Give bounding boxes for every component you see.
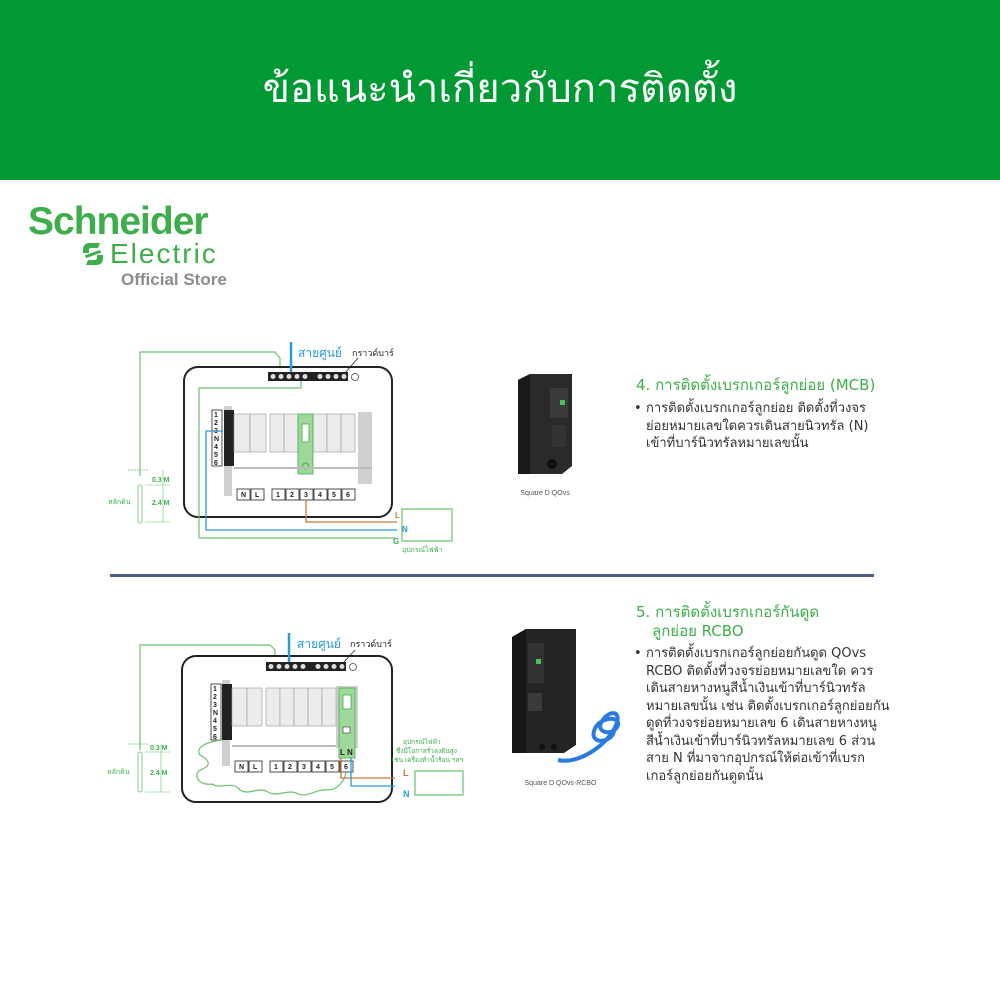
neutral-wire-label: สายศูนย์ xyxy=(298,346,342,361)
svg-text:3: 3 xyxy=(304,492,308,499)
ground-wire-label: G xyxy=(393,537,399,546)
mcb-breaker-icon xyxy=(518,374,572,474)
section-5-title-line1: 5. การติดตั้งเบรกเกอร์กันดูด xyxy=(636,603,820,621)
ground-rod-label: หลักดิน xyxy=(108,498,131,506)
svg-text:N: N xyxy=(241,492,246,499)
page-title: ข้อแนะนำเกี่ยวกับการติดตั้ง xyxy=(262,66,738,112)
svg-text:6: 6 xyxy=(213,734,217,741)
svg-text:5: 5 xyxy=(213,726,217,733)
section-4-body: การติดตั้งเบรกเกอร์ลูกย่อย ติดตั้งที่วงจ… xyxy=(634,400,886,453)
svg-text:4: 4 xyxy=(214,444,218,451)
depth-rod-label-2: 2.4 M xyxy=(150,770,168,777)
svg-text:1: 1 xyxy=(274,764,278,771)
appliance-label-line1: อุปกรณ์ไฟฟ้า xyxy=(403,738,441,746)
depth-rod-label: 2.4 M xyxy=(152,500,170,507)
depth-top-label: 0.3 M xyxy=(152,477,170,484)
svg-text:6: 6 xyxy=(214,460,218,467)
svg-text:4: 4 xyxy=(316,764,320,771)
appliance-label: อุปกรณ์ไฟฟ้า xyxy=(402,545,443,554)
neutral-terminal-label: N xyxy=(402,525,408,534)
svg-text:5: 5 xyxy=(214,452,218,459)
neutral-wire-label-appliance: N xyxy=(403,789,410,799)
svg-text:6: 6 xyxy=(344,764,348,771)
svg-text:3: 3 xyxy=(302,764,306,771)
rcbo-product-image: Square D QOvs-RCBO xyxy=(498,625,623,787)
svg-text:3: 3 xyxy=(213,702,217,709)
svg-text:N: N xyxy=(239,764,244,771)
section-5-body: การติดตั้งเบรกเกอร์ลูกย่อยกันดูด QOvs RC… xyxy=(634,645,891,785)
ground-bar-label-2: กราวด์บาร์ xyxy=(350,638,392,649)
appliance-label-line3: เช่น เครื่องทำน้ำร้อน ฯลฯ xyxy=(392,755,463,764)
svg-text:L: L xyxy=(255,492,260,499)
logo-brand-text: Schneider xyxy=(28,200,209,243)
neutral-wire-label-2: สายศูนย์ xyxy=(297,637,341,652)
section-divider xyxy=(110,574,874,577)
ground-bar-label: กราวด์บาร์ xyxy=(352,347,394,358)
ground-rod-label-2: หลักดิน xyxy=(107,768,130,776)
logo-store-label: Official Store xyxy=(121,270,227,289)
section-5-title-line2: ลูกย่อย RCBO xyxy=(652,622,744,640)
svg-text:2: 2 xyxy=(213,694,217,701)
appliance-label-line2: ซึ่งมีโอกาสรั่วลงดินสูง xyxy=(396,746,457,755)
svg-text:N: N xyxy=(214,436,219,443)
svg-text:2: 2 xyxy=(290,492,294,499)
section-5-title: 5. การติดตั้งเบรกเกอร์กันดูด ลูกย่อย RCB… xyxy=(636,603,876,641)
live-wire-label: L xyxy=(395,511,400,520)
rcbo-breaker-icon xyxy=(512,629,620,763)
logo-electric-text: Electric xyxy=(110,238,218,269)
rcbo-product-caption: Square D QOvs-RCBO xyxy=(524,780,597,787)
svg-text:N: N xyxy=(213,710,218,717)
svg-text:6: 6 xyxy=(346,492,350,499)
svg-text:2: 2 xyxy=(214,420,218,427)
svg-text:2: 2 xyxy=(288,764,292,771)
svg-text:1: 1 xyxy=(213,686,217,693)
section-4-title: 4. การติดตั้งเบรกเกอร์ลูกย่อย (MCB) xyxy=(636,376,876,394)
depth-top-label-2: 0.3 M xyxy=(150,745,168,752)
schneider-s-icon xyxy=(83,243,103,265)
live-wire-label-2: L xyxy=(403,768,409,778)
breaker-ln-label: L N xyxy=(340,748,353,757)
mcb-product-caption: Square D QOvs xyxy=(520,490,570,497)
svg-text:1: 1 xyxy=(276,492,280,499)
header-banner: ข้อแนะนำเกี่ยวกับการติดตั้ง xyxy=(0,0,1000,180)
mcb-product-image: Square D QOvs xyxy=(500,370,590,497)
svg-text:1: 1 xyxy=(214,412,218,419)
svg-text:4: 4 xyxy=(213,718,217,725)
svg-text:L: L xyxy=(253,764,258,771)
schneider-logo: Schneider Electric Official Store xyxy=(28,200,268,295)
svg-text:4: 4 xyxy=(318,492,322,499)
svg-text:5: 5 xyxy=(332,492,336,499)
svg-text:5: 5 xyxy=(330,764,334,771)
